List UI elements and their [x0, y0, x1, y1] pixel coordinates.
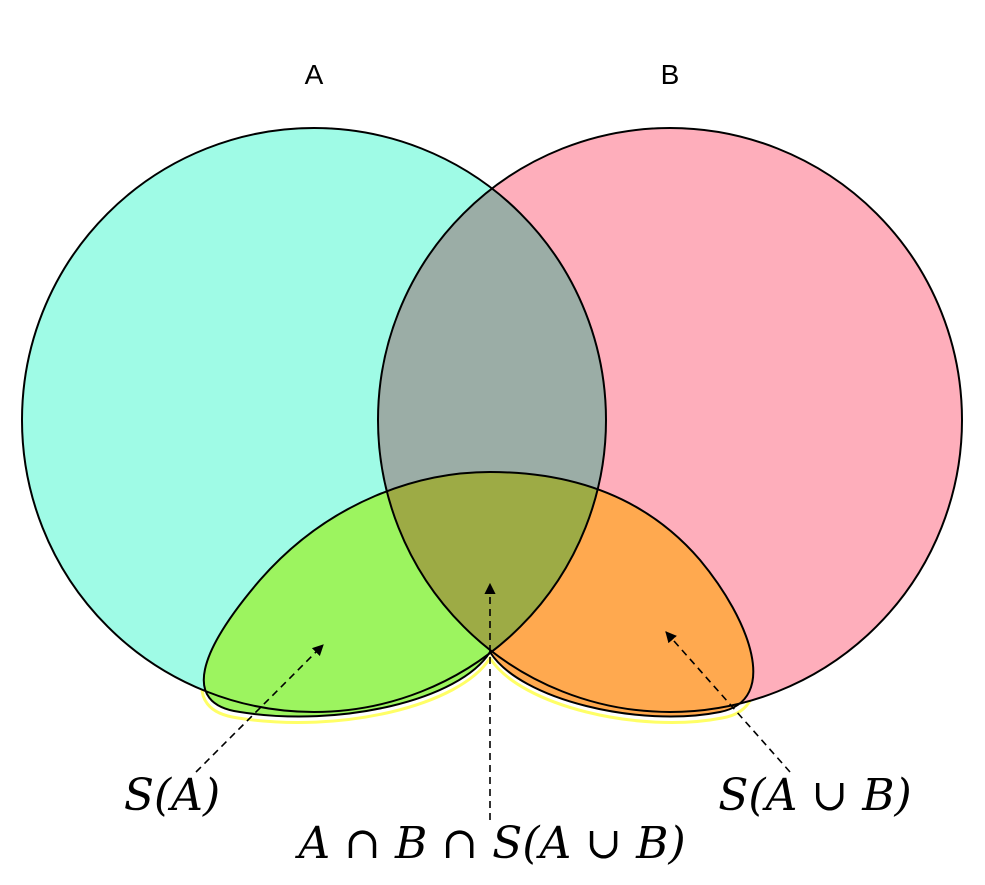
arrow-s-a	[195, 644, 324, 773]
set-b-label: B	[661, 59, 680, 90]
s-outline	[202, 470, 755, 718]
annotation-s-a: S(A)	[124, 770, 220, 821]
annotation-s-a-union-b: S(A ∪ B)	[718, 770, 911, 821]
annotation-a-n-b-n-s: A ∩ B ∩ S(A ∪ B)	[294, 818, 685, 869]
set-b-outline	[377, 127, 963, 713]
set-a-outline	[21, 127, 607, 713]
set-a-label: A	[305, 59, 324, 90]
